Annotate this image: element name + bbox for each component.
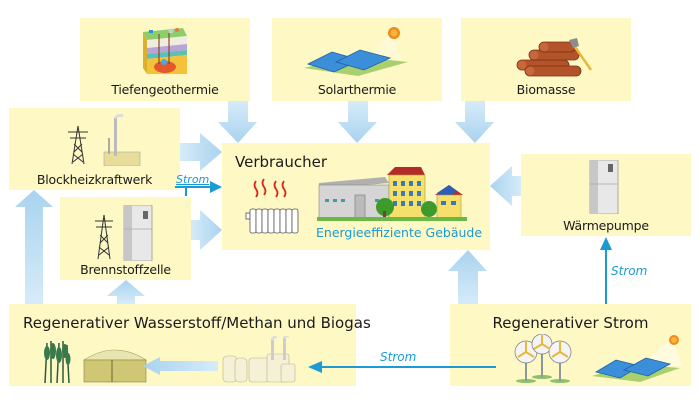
node-tiefengeothermie: Tiefengeothermie <box>80 18 250 101</box>
node-brennstoffzelle: Brennstoffzelle <box>60 197 191 280</box>
fuel-cell-icon <box>95 205 153 261</box>
node-label: Tiefengeothermie <box>111 82 219 97</box>
edge-label-strom-waermepumpe: Strom <box>611 264 648 278</box>
chp-plant-icon <box>68 114 141 166</box>
node-label: Biomasse <box>516 82 576 97</box>
node-label: Wärmepumpe <box>563 218 649 233</box>
heat-arrow-electrolysis-digester <box>143 357 218 375</box>
node-verbraucher: Verbraucher Energieeffiziente Gebäude <box>222 143 490 250</box>
node-regenerativer-strom: Regenerativer Strom <box>450 304 691 386</box>
node-label: Regenerativer Strom <box>492 314 649 332</box>
node-sublabel: Energieeffiziente Gebäude <box>316 225 483 240</box>
node-label: Blockheizkraftwerk <box>36 172 153 187</box>
geothermal-drilling-icon <box>143 28 187 74</box>
energy-crops-icon <box>44 341 71 383</box>
node-label: Brennstoffzelle <box>80 262 171 277</box>
solar-panels-icon <box>592 335 682 382</box>
heat-arrow-solarthermie <box>338 101 377 143</box>
electricity-arrow-waermepumpe <box>600 237 612 304</box>
node-wasserstoff-biogas: Regenerativer Wasserstoff/Methan und Bio… <box>9 304 371 386</box>
heat-arrow-tiefengeothermie <box>218 101 257 143</box>
edge-label-strom-h2: Strom <box>380 350 417 364</box>
heat-arrow-strom-verbraucher <box>448 250 487 304</box>
node-label: Regenerativer Wasserstoff/Methan und Bio… <box>23 314 371 332</box>
heat-arrow-brennstoffzelle <box>191 210 222 250</box>
heat-arrow-h2-brennstoffzelle <box>107 280 145 304</box>
heat-arrow-h2-bhkw <box>15 190 53 304</box>
electrolysis-plant-icon <box>222 336 296 383</box>
node-biomasse: Biomasse <box>461 18 631 101</box>
firewood-logs-icon <box>516 38 593 77</box>
heat-arrow-waermepumpe <box>490 166 521 206</box>
radiator-icon <box>245 178 299 234</box>
node-waermepumpe: Wärmepumpe <box>521 154 691 236</box>
electricity-arrow-h2 <box>308 361 496 373</box>
heat-pump-icon <box>589 160 619 214</box>
node-label: Verbraucher <box>235 153 328 171</box>
heat-arrow-bhkw <box>180 133 222 171</box>
electricity-arrow-bhkw <box>175 181 222 196</box>
node-blockheizkraftwerk: Blockheizkraftwerk <box>9 108 180 190</box>
biogas-digester-icon <box>82 349 148 383</box>
buildings-icon <box>317 167 467 221</box>
solar-collector-icon <box>304 27 408 76</box>
node-label: Solarthermie <box>317 82 397 97</box>
edge-label-strom-bhkw: Strom <box>176 173 210 186</box>
heat-arrow-biomasse <box>455 101 494 143</box>
wind-turbines-icon <box>514 334 572 383</box>
node-solarthermie: Solarthermie <box>272 18 442 101</box>
